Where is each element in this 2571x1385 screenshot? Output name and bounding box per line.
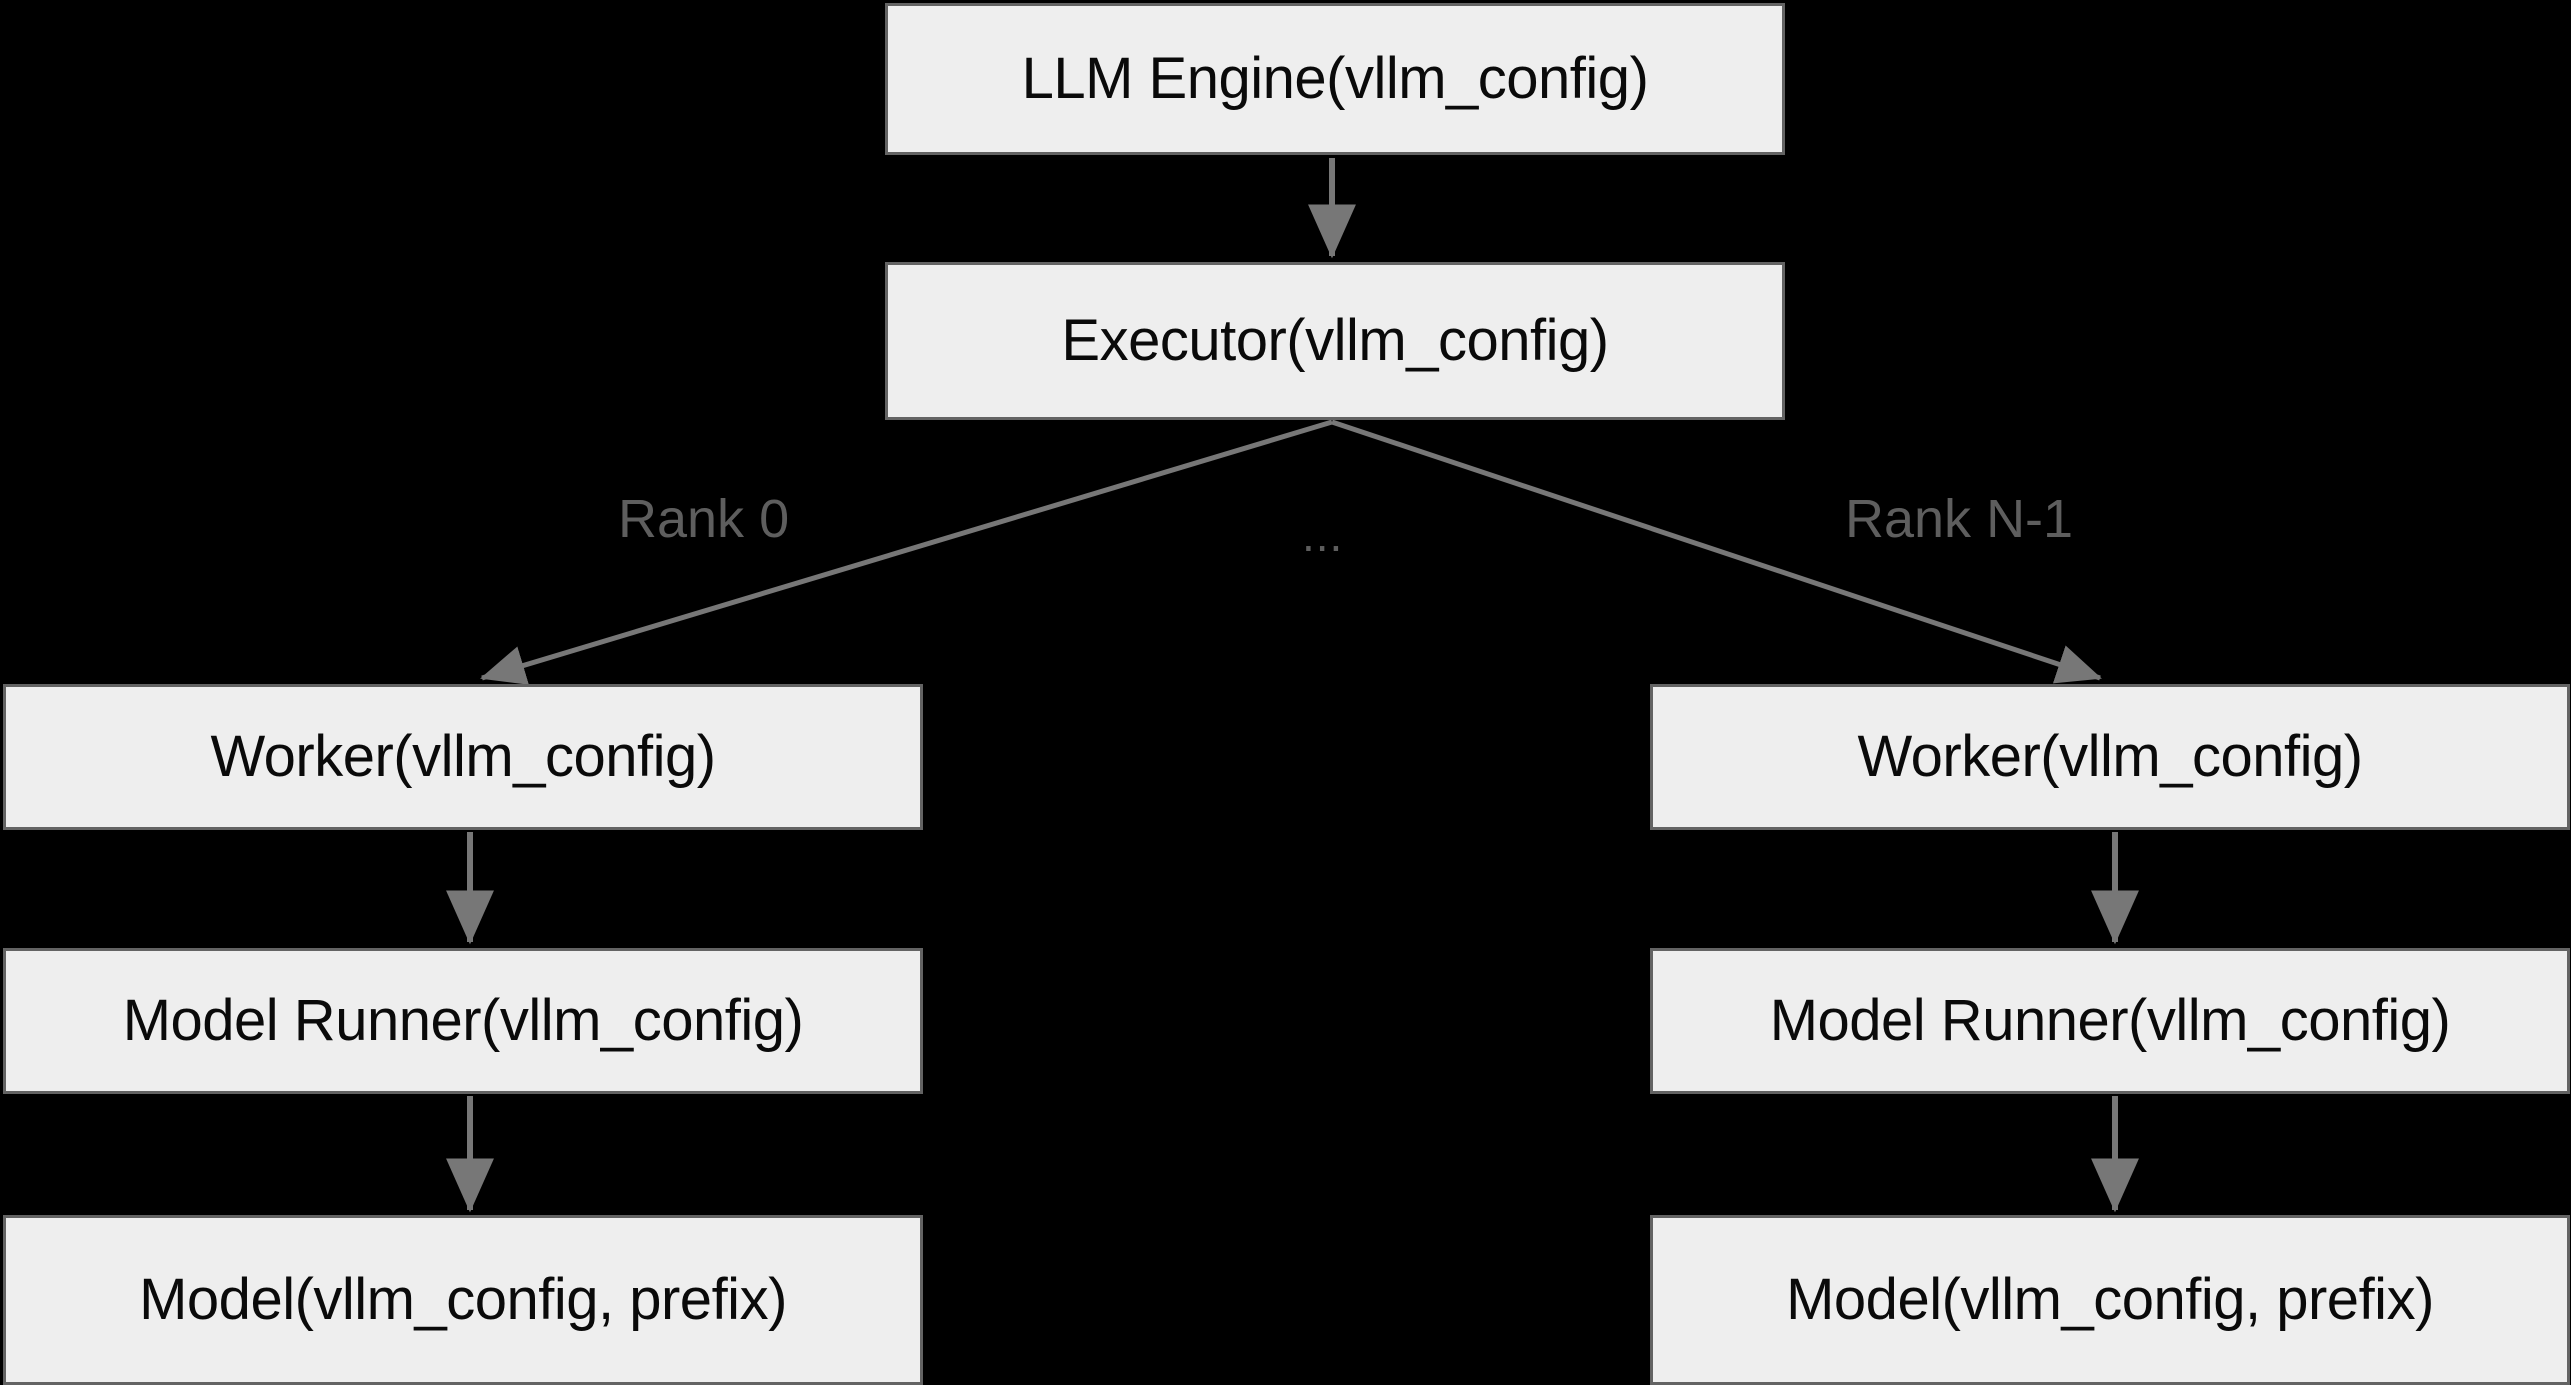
edge-label-ellipsis: ... [1302, 509, 1344, 561]
node-model-runner-rank-n[interactable]: Model Runner(vllm_config) [1650, 948, 2570, 1094]
node-llm-engine-label: LLM Engine(vllm_config) [1021, 46, 1649, 111]
edge-executor-to-worker-0 [480, 419, 1333, 685]
node-executor[interactable]: Executor(vllm_config) [885, 262, 1785, 420]
node-model-runner-rank-n-label: Model Runner(vllm_config) [1769, 988, 2451, 1053]
node-worker-rank-0[interactable]: Worker(vllm_config) [3, 684, 923, 830]
node-model-rank-n-label: Model(vllm_config, prefix) [1786, 1267, 2434, 1332]
edge-executor-to-worker-n [1331, 419, 2102, 684]
edge-label-rank-0: Rank 0 [618, 489, 790, 549]
node-worker-rank-n[interactable]: Worker(vllm_config) [1650, 684, 2570, 830]
node-model-rank-0[interactable]: Model(vllm_config, prefix) [3, 1215, 923, 1385]
node-model-rank-n[interactable]: Model(vllm_config, prefix) [1650, 1215, 2570, 1385]
node-model-rank-0-label: Model(vllm_config, prefix) [139, 1267, 787, 1332]
node-executor-label: Executor(vllm_config) [1061, 308, 1609, 373]
node-model-runner-rank-0[interactable]: Model Runner(vllm_config) [3, 948, 923, 1094]
node-worker-rank-n-label: Worker(vllm_config) [1857, 724, 2363, 789]
node-llm-engine[interactable]: LLM Engine(vllm_config) [885, 3, 1785, 155]
edge-label-rank-n: Rank N-1 [1845, 489, 2074, 549]
node-model-runner-rank-0-label: Model Runner(vllm_config) [122, 988, 804, 1053]
node-worker-rank-0-label: Worker(vllm_config) [210, 724, 716, 789]
